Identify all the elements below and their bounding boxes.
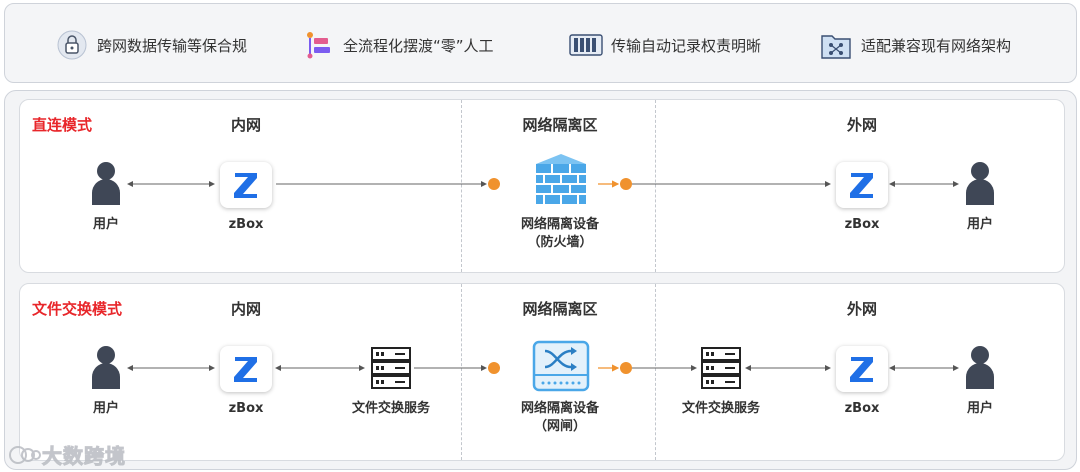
mode-title: 直连模式 bbox=[32, 116, 93, 134]
zbox-icon bbox=[836, 162, 888, 208]
watermark-text: 大数跨境 bbox=[42, 444, 126, 469]
feature-compliance: 跨网数据传输等保合规 bbox=[55, 30, 247, 60]
feature-bar: 跨网数据传输等保合规 全流程化摆渡“零”人工 传输自动记录权责明晰 bbox=[4, 3, 1077, 83]
feature-text: 全流程化摆渡“零”人工 bbox=[343, 36, 494, 55]
zone-divider bbox=[655, 100, 656, 272]
lock-icon bbox=[55, 30, 89, 60]
exchange-mode-panel: 文件交换模式 内网 网络隔离区 外网 用户 zBox bbox=[19, 283, 1065, 461]
user-icon bbox=[88, 158, 124, 208]
feature-network: 适配兼容现有网络架构 bbox=[819, 30, 1011, 60]
records-icon bbox=[569, 30, 603, 60]
zbox-icon bbox=[220, 162, 272, 208]
flow-icon bbox=[301, 30, 335, 60]
zbox-icon bbox=[836, 346, 888, 392]
watermark: 大数跨境 bbox=[8, 440, 126, 469]
zone-divider bbox=[655, 284, 656, 460]
zbox-label: zBox bbox=[844, 217, 880, 232]
user-label: 用户 bbox=[966, 217, 994, 232]
feature-text: 跨网数据传输等保合规 bbox=[97, 36, 248, 55]
watermark-logo-icon bbox=[9, 445, 41, 464]
zbox-label: zBox bbox=[844, 401, 880, 416]
direct-mode-panel: 直连模式 内网 网络隔离区 外网 用户 zBox bbox=[19, 99, 1065, 273]
user-label: 用户 bbox=[966, 401, 994, 416]
zbox-label: zBox bbox=[228, 401, 264, 416]
user-label: 用户 bbox=[92, 217, 120, 232]
feature-records: 传输自动记录权责明晰 bbox=[569, 30, 761, 60]
server-icon bbox=[370, 346, 412, 390]
device-sublabel: （防火墙） bbox=[527, 235, 593, 250]
mode-title: 文件交换模式 bbox=[32, 300, 123, 318]
server-label: 文件交换服务 bbox=[681, 401, 761, 416]
user-icon bbox=[962, 342, 998, 392]
user-label: 用户 bbox=[92, 401, 120, 416]
zbox-icon bbox=[220, 346, 272, 392]
zbox-label: zBox bbox=[228, 217, 264, 232]
zone-isolation-title: 网络隔离区 bbox=[522, 116, 598, 134]
zone-intranet-title: 内网 bbox=[230, 300, 262, 318]
feature-text: 传输自动记录权责明晰 bbox=[611, 36, 762, 55]
feature-automation: 全流程化摆渡“零”人工 bbox=[301, 30, 494, 60]
device-label: 网络隔离设备 bbox=[520, 401, 600, 416]
gateway-icon bbox=[530, 338, 592, 394]
zone-divider bbox=[461, 100, 462, 272]
zone-extranet-title: 外网 bbox=[846, 300, 878, 318]
user-icon bbox=[962, 158, 998, 208]
server-label: 文件交换服务 bbox=[351, 401, 431, 416]
zone-isolation-title: 网络隔离区 bbox=[522, 300, 598, 318]
network-icon bbox=[819, 30, 853, 60]
device-sublabel: （网闸） bbox=[533, 419, 587, 434]
feature-text: 适配兼容现有网络架构 bbox=[861, 36, 1012, 55]
user-icon bbox=[88, 342, 124, 392]
zone-extranet-title: 外网 bbox=[846, 116, 878, 134]
device-label: 网络隔离设备 bbox=[520, 217, 600, 232]
server-icon bbox=[700, 346, 742, 390]
zone-intranet-title: 内网 bbox=[230, 116, 262, 134]
firewall-icon bbox=[530, 150, 592, 208]
diagram-container: 直连模式 内网 网络隔离区 外网 用户 zBox bbox=[4, 90, 1077, 470]
zone-divider bbox=[461, 284, 462, 460]
